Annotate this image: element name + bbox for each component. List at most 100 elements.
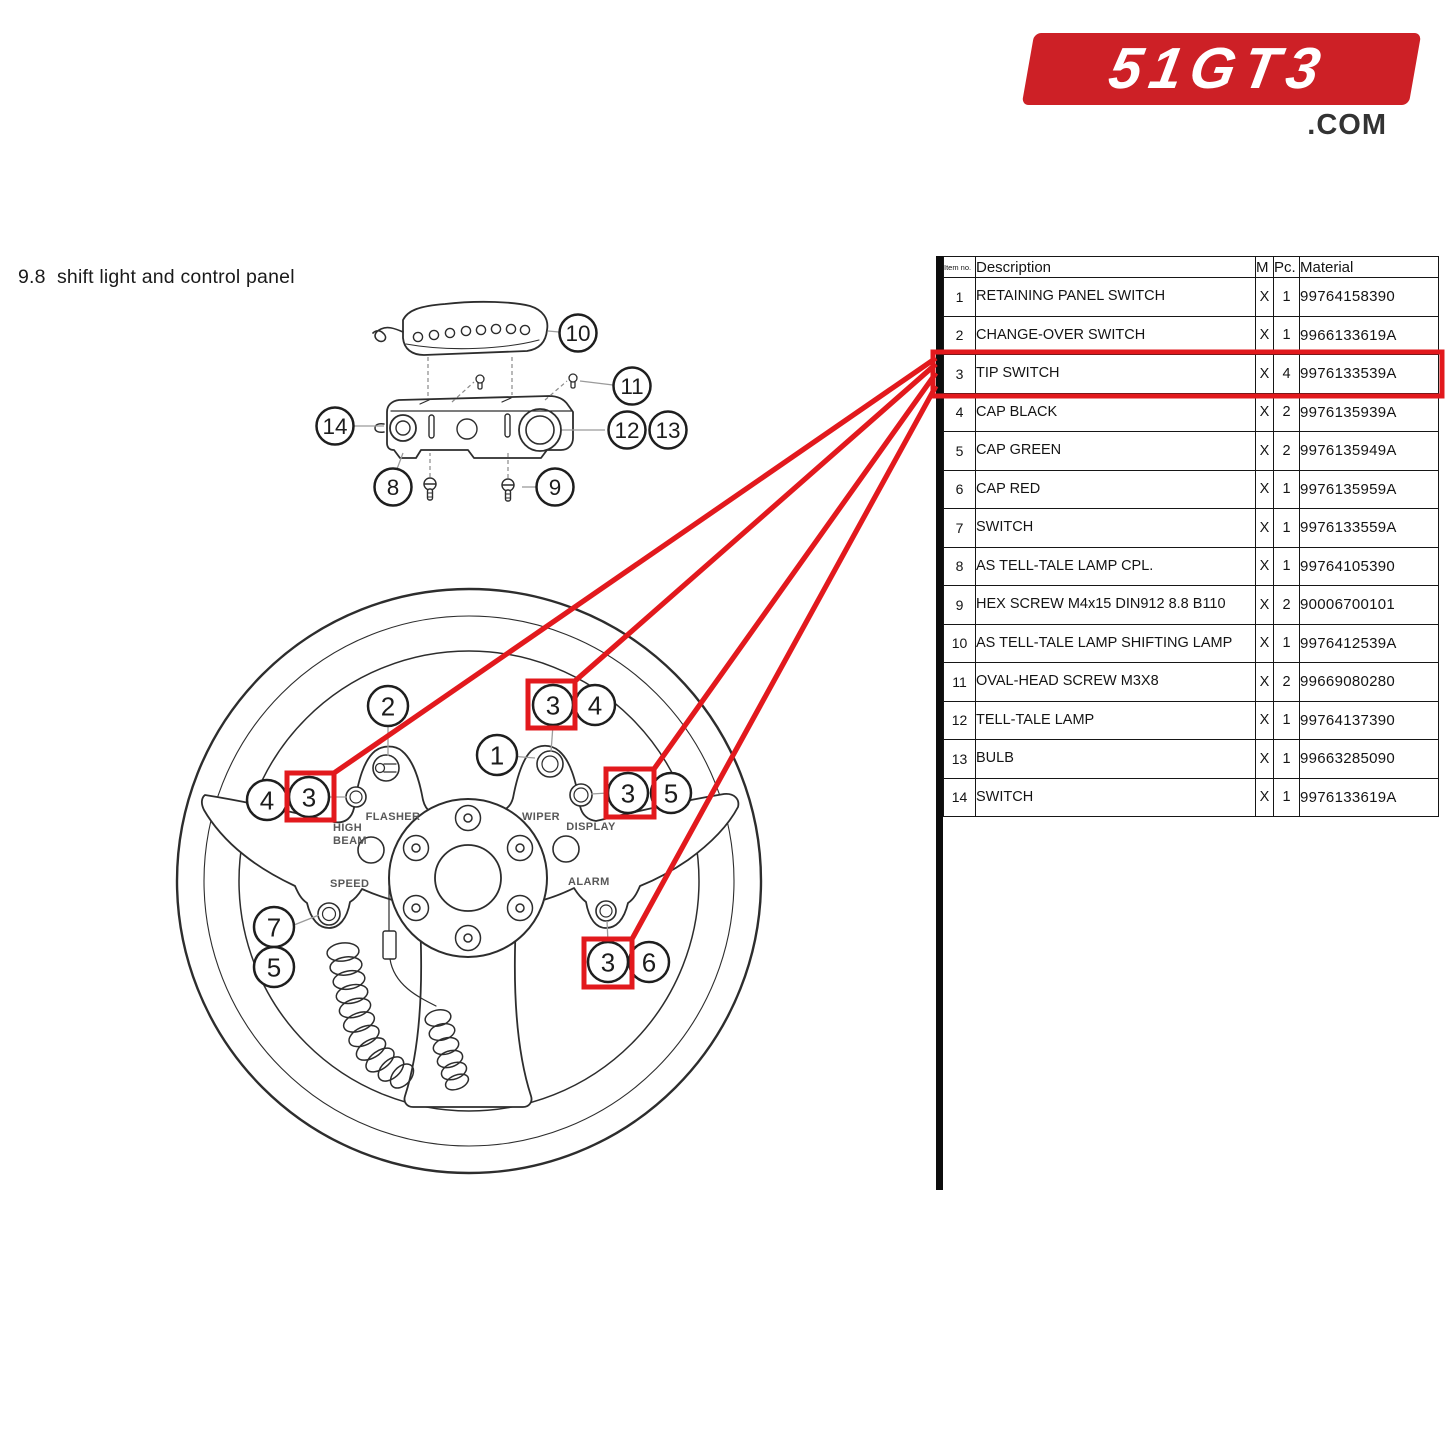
control-panel-housing — [386, 395, 574, 459]
cell-item: 7 — [943, 508, 976, 548]
cell-description: CAP RED — [975, 469, 1256, 509]
cell-item: 3 — [943, 354, 976, 394]
display-button — [552, 835, 580, 863]
wheel-label-speed: SPEED — [330, 878, 369, 890]
high-beam-button — [357, 836, 385, 864]
cell-m: X — [1255, 277, 1274, 317]
callout-number-5: 5 — [664, 778, 678, 808]
site-logo[interactable]: 51GT3 .COM — [1021, 33, 1422, 141]
header-description: Description — [975, 256, 1256, 278]
cell-item: 5 — [943, 431, 976, 471]
callout-number-14: 14 — [322, 414, 347, 439]
cell-description: BULB — [975, 739, 1256, 779]
cell-description: CHANGE-OVER SWITCH — [975, 315, 1256, 355]
cell-description: AS TELL-TALE LAMP SHIFTING LAMP — [975, 623, 1256, 663]
cell-m: X — [1255, 739, 1274, 779]
callout-number-9: 9 — [549, 475, 562, 500]
cell-m: X — [1255, 354, 1274, 394]
cell-pc: 2 — [1273, 431, 1300, 471]
wheel-label-alarm: ALARM — [568, 876, 610, 888]
callout-number-2: 2 — [381, 691, 395, 721]
cell-m: X — [1255, 315, 1274, 355]
wire-curl — [372, 326, 404, 343]
cell-pc: 1 — [1273, 739, 1300, 779]
cell-description: OVAL-HEAD SCREW M3X8 — [975, 662, 1256, 702]
steering-wheel-drawing — [175, 587, 763, 1175]
callout-number-3: 3 — [302, 782, 316, 812]
cell-pc: 1 — [1273, 546, 1300, 586]
shift-light-leds — [412, 323, 531, 343]
cell-pc: 4 — [1273, 354, 1300, 394]
screw-hex — [423, 477, 515, 502]
callout-number-13: 13 — [655, 418, 680, 443]
cell-description: HEX SCREW M4x15 DIN912 8.8 B110 — [975, 585, 1256, 625]
cell-item: 9 — [943, 585, 976, 625]
wheel-label-display: DISPLAY — [566, 821, 616, 833]
page-title: 9.8 shift light and control panel — [18, 266, 295, 288]
cell-pc: 1 — [1273, 700, 1300, 740]
cell-description: AS TELL-TALE LAMP CPL. — [975, 546, 1256, 586]
wheel-label-beam: BEAM — [333, 835, 367, 847]
cell-description: CAP GREEN — [975, 431, 1256, 471]
cell-pc: 1 — [1273, 777, 1300, 817]
cell-m: X — [1255, 623, 1274, 663]
callout-circle-5 — [252, 945, 296, 989]
callout-number-3: 3 — [601, 947, 615, 977]
callout-number-10: 10 — [565, 321, 590, 346]
cell-item: 6 — [943, 469, 976, 509]
cell-description: SWITCH — [975, 508, 1256, 548]
cell-material: 9976135939A — [1299, 392, 1439, 432]
cell-item: 4 — [943, 392, 976, 432]
cell-pc: 2 — [1273, 392, 1300, 432]
wheel-label-flasher: FLASHER — [366, 811, 421, 823]
cell-item: 10 — [943, 623, 976, 663]
cell-material: 9976133539A — [1299, 354, 1439, 394]
cell-description: TELL-TALE LAMP — [975, 700, 1256, 740]
callout-number-6: 6 — [642, 947, 656, 977]
cell-pc: 1 — [1273, 508, 1300, 548]
header-m: M — [1255, 256, 1274, 278]
cell-item: 12 — [943, 700, 976, 740]
callout-number-3: 3 — [621, 778, 635, 808]
cell-material: 9966133619A — [1299, 315, 1439, 355]
logo-tld-text: .COM — [1307, 109, 1387, 141]
wheel-switches — [317, 750, 617, 926]
cell-item: 11 — [943, 662, 976, 702]
callout-number-7: 7 — [267, 912, 281, 942]
cell-m: X — [1255, 700, 1274, 740]
cell-m: X — [1255, 431, 1274, 471]
wheel-hub — [388, 798, 548, 958]
cell-m: X — [1255, 469, 1274, 509]
cell-m: X — [1255, 585, 1274, 625]
callout-number-4: 4 — [260, 785, 274, 815]
cell-material: 99669080280 — [1299, 662, 1439, 702]
cell-pc: 1 — [1273, 623, 1300, 663]
cell-material: 90006700101 — [1299, 585, 1439, 625]
cell-item: 14 — [943, 777, 976, 817]
cell-material: 9976133619A — [1299, 777, 1439, 817]
cell-material: 99764105390 — [1299, 546, 1439, 586]
header-pc: Pc. — [1273, 256, 1300, 278]
wheel-label-wiper: WIPER — [522, 811, 560, 823]
cell-material: 9976133559A — [1299, 508, 1439, 548]
cell-pc: 2 — [1273, 585, 1300, 625]
wheel-label-high: HIGH — [333, 822, 362, 834]
cell-description: RETAINING PANEL SWITCH — [975, 277, 1256, 317]
